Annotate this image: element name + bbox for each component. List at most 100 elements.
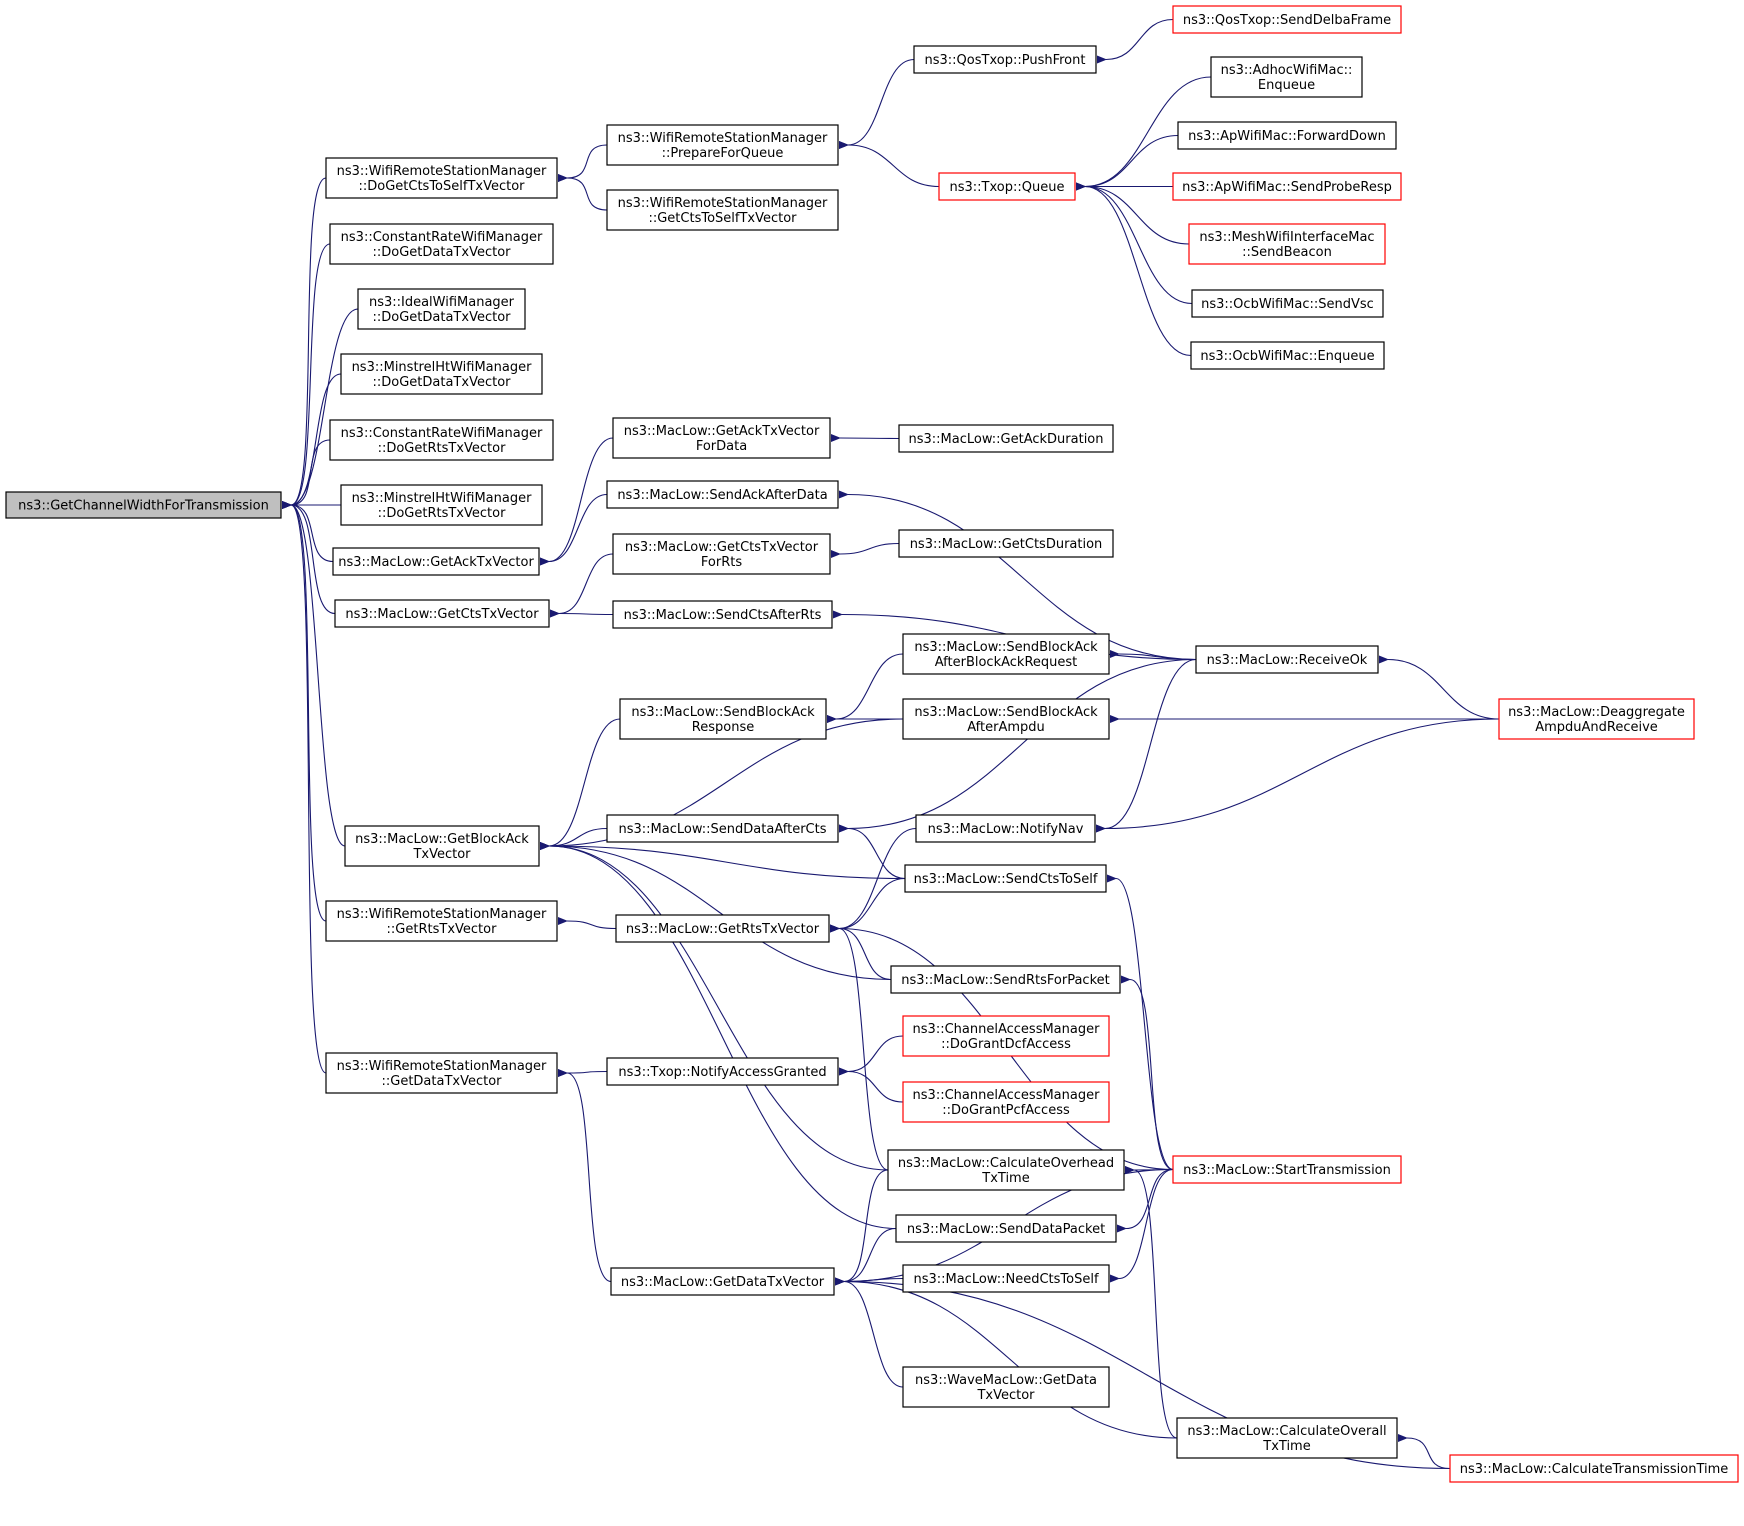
node-box[interactable] bbox=[895, 1214, 1117, 1243]
node-box[interactable] bbox=[1195, 645, 1379, 674]
node-box[interactable] bbox=[902, 698, 1110, 740]
node-box[interactable] bbox=[915, 814, 1096, 843]
node-box[interactable] bbox=[913, 45, 1097, 74]
node-box[interactable] bbox=[904, 864, 1107, 893]
graph-node[interactable]: ns3::MacLow::SendBlockAckAfterBlockAckRe… bbox=[902, 633, 1110, 675]
graph-node[interactable]: ns3::GetChannelWidthForTransmission bbox=[5, 491, 282, 519]
graph-node[interactable]: ns3::MacLow::SendCtsAfterRts bbox=[612, 600, 833, 629]
node-box[interactable] bbox=[902, 1081, 1110, 1123]
graph-node[interactable]: ns3::MinstrelHtWifiManager::DoGetDataTxV… bbox=[340, 353, 543, 395]
node-box[interactable] bbox=[332, 547, 540, 576]
node-box[interactable] bbox=[902, 1015, 1110, 1057]
node-box[interactable] bbox=[1176, 1417, 1398, 1459]
graph-node[interactable]: ns3::ConstantRateWifiManager::DoGetRtsTx… bbox=[329, 419, 554, 461]
graph-node[interactable]: ns3::ConstantRateWifiManager::DoGetDataT… bbox=[329, 223, 554, 265]
node-box[interactable] bbox=[606, 814, 839, 843]
node-box[interactable] bbox=[357, 288, 526, 330]
graph-node[interactable]: ns3::ChannelAccessManager::DoGrantDcfAcc… bbox=[902, 1015, 1110, 1057]
node-box[interactable] bbox=[606, 1057, 839, 1086]
graph-node[interactable]: ns3::OcbWifiMac::Enqueue bbox=[1190, 341, 1385, 370]
graph-node[interactable]: ns3::MeshWifiInterfaceMac::SendBeacon bbox=[1188, 223, 1386, 265]
node-box[interactable] bbox=[902, 1264, 1110, 1293]
node-box[interactable] bbox=[606, 124, 839, 166]
graph-node[interactable]: ns3::MacLow::StartTransmission bbox=[1172, 1155, 1402, 1184]
node-box[interactable] bbox=[334, 599, 550, 628]
graph-node[interactable]: ns3::Txop::Queue bbox=[938, 172, 1076, 201]
node-box[interactable] bbox=[340, 484, 543, 526]
node-box[interactable] bbox=[329, 419, 554, 461]
graph-node[interactable]: ns3::QosTxop::PushFront bbox=[913, 45, 1097, 74]
node-box[interactable] bbox=[325, 1052, 558, 1094]
node-box[interactable] bbox=[898, 424, 1114, 453]
node-box[interactable] bbox=[1210, 56, 1363, 98]
node-box[interactable] bbox=[612, 533, 831, 575]
graph-node[interactable]: ns3::Txop::NotifyAccessGranted bbox=[606, 1057, 839, 1086]
node-box[interactable] bbox=[325, 157, 558, 199]
graph-node[interactable]: ns3::MacLow::GetAckTxVector bbox=[332, 547, 540, 576]
graph-node[interactable]: ns3::WaveMacLow::GetDataTxVector bbox=[902, 1366, 1110, 1408]
node-box[interactable] bbox=[606, 189, 839, 231]
node-box[interactable] bbox=[340, 353, 543, 395]
graph-node[interactable]: ns3::OcbWifiMac::SendVsc bbox=[1191, 289, 1384, 318]
graph-node[interactable]: ns3::MacLow::GetAckDuration bbox=[898, 424, 1114, 453]
graph-node[interactable]: ns3::MacLow::GetDataTxVector bbox=[610, 1267, 835, 1296]
graph-node[interactable]: ns3::MacLow::NeedCtsToSelf bbox=[902, 1264, 1110, 1293]
node-box[interactable] bbox=[619, 698, 827, 740]
node-box[interactable] bbox=[1191, 289, 1384, 318]
node-box[interactable] bbox=[1172, 1155, 1402, 1184]
node-box[interactable] bbox=[1190, 341, 1385, 370]
node-box[interactable] bbox=[615, 914, 830, 943]
graph-node[interactable]: ns3::ApWifiMac::SendProbeResp bbox=[1172, 172, 1402, 201]
node-box[interactable] bbox=[1449, 1454, 1739, 1483]
graph-node[interactable]: ns3::MacLow::SendCtsToSelf bbox=[904, 864, 1107, 893]
graph-node[interactable]: ns3::MinstrelHtWifiManager::DoGetRtsTxVe… bbox=[340, 484, 543, 526]
node-box[interactable] bbox=[1172, 172, 1402, 201]
node-box[interactable] bbox=[325, 900, 558, 942]
node-box[interactable] bbox=[938, 172, 1076, 201]
graph-node[interactable]: ns3::ChannelAccessManager::DoGrantPcfAcc… bbox=[902, 1081, 1110, 1123]
graph-node[interactable]: ns3::MacLow::GetRtsTxVector bbox=[615, 914, 830, 943]
node-box[interactable] bbox=[329, 223, 554, 265]
node-box[interactable] bbox=[612, 600, 833, 629]
graph-node[interactable]: ns3::MacLow::CalculateTransmissionTime bbox=[1449, 1454, 1739, 1483]
graph-node[interactable]: ns3::MacLow::SendRtsForPacket bbox=[890, 965, 1121, 994]
graph-node[interactable]: ns3::WifiRemoteStationManager::PrepareFo… bbox=[606, 124, 839, 166]
node-box[interactable] bbox=[612, 417, 831, 459]
graph-node[interactable]: ns3::QosTxop::SendDelbaFrame bbox=[1172, 5, 1402, 34]
graph-node[interactable]: ns3::WifiRemoteStationManager::GetCtsToS… bbox=[606, 189, 839, 231]
graph-node[interactable]: ns3::WifiRemoteStationManager::GetDataTx… bbox=[325, 1052, 558, 1094]
graph-node[interactable]: ns3::MacLow::SendDataPacket bbox=[895, 1214, 1117, 1243]
node-box[interactable] bbox=[887, 1149, 1125, 1191]
graph-node[interactable]: ns3::MacLow::SendAckAfterData bbox=[606, 480, 839, 509]
graph-node[interactable]: ns3::IdealWifiManager::DoGetDataTxVector bbox=[357, 288, 526, 330]
node-box[interactable] bbox=[610, 1267, 835, 1296]
node-box[interactable] bbox=[344, 825, 540, 867]
node-box[interactable] bbox=[890, 965, 1121, 994]
node-box[interactable] bbox=[898, 529, 1114, 558]
node-box[interactable] bbox=[1498, 698, 1695, 740]
node-box[interactable] bbox=[902, 633, 1110, 675]
node-box[interactable] bbox=[606, 480, 839, 509]
graph-node[interactable]: ns3::MacLow::GetCtsTxVector bbox=[334, 599, 550, 628]
graph-node[interactable]: ns3::AdhocWifiMac::Enqueue bbox=[1210, 56, 1363, 98]
graph-node[interactable]: ns3::ApWifiMac::ForwardDown bbox=[1177, 121, 1397, 150]
graph-node[interactable]: ns3::MacLow::ReceiveOk bbox=[1195, 645, 1379, 674]
node-box[interactable] bbox=[902, 1366, 1110, 1408]
graph-node[interactable]: ns3::WifiRemoteStationManager::DoGetCtsT… bbox=[325, 157, 558, 199]
node-box[interactable] bbox=[1188, 223, 1386, 265]
node-box[interactable] bbox=[5, 491, 282, 519]
graph-node[interactable]: ns3::WifiRemoteStationManager::GetRtsTxV… bbox=[325, 900, 558, 942]
node-box[interactable] bbox=[1177, 121, 1397, 150]
graph-node[interactable]: ns3::MacLow::SendDataAfterCts bbox=[606, 814, 839, 843]
graph-node[interactable]: ns3::MacLow::NotifyNav bbox=[915, 814, 1096, 843]
graph-node[interactable]: ns3::MacLow::GetCtsDuration bbox=[898, 529, 1114, 558]
node-box[interactable] bbox=[1172, 5, 1402, 34]
